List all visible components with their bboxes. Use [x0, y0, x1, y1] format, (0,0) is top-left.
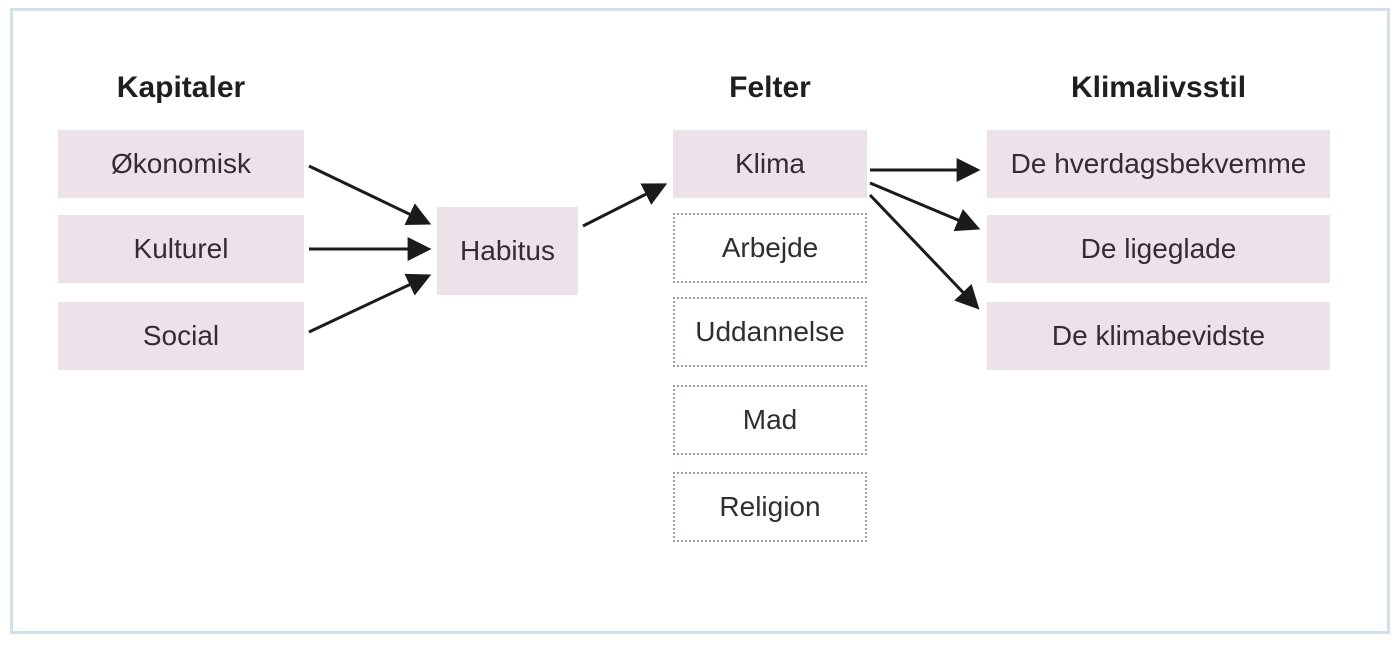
column-header-felter: Felter [729, 71, 811, 104]
column-header-klimalivsstil: Klimalivsstil [1070, 71, 1247, 104]
box-de-ligeglade: De ligeglade [987, 215, 1330, 283]
box-arbejde: Arbejde [673, 213, 867, 283]
box-okonomisk: Økonomisk [58, 130, 304, 198]
box-social: Social [58, 302, 304, 370]
box-de-klimabevidste: De klimabevidste [987, 302, 1330, 370]
box-habitus: Habitus [437, 207, 578, 295]
column-header-kapitaler: Kapitaler [116, 71, 246, 104]
box-uddannelse: Uddannelse [673, 297, 867, 367]
box-de-hverdagsbekvemme: De hverdagsbekvemme [987, 130, 1330, 198]
box-religion: Religion [673, 472, 867, 542]
box-kulturel: Kulturel [58, 215, 304, 283]
box-mad: Mad [673, 385, 867, 455]
box-klima: Klima [673, 130, 867, 198]
